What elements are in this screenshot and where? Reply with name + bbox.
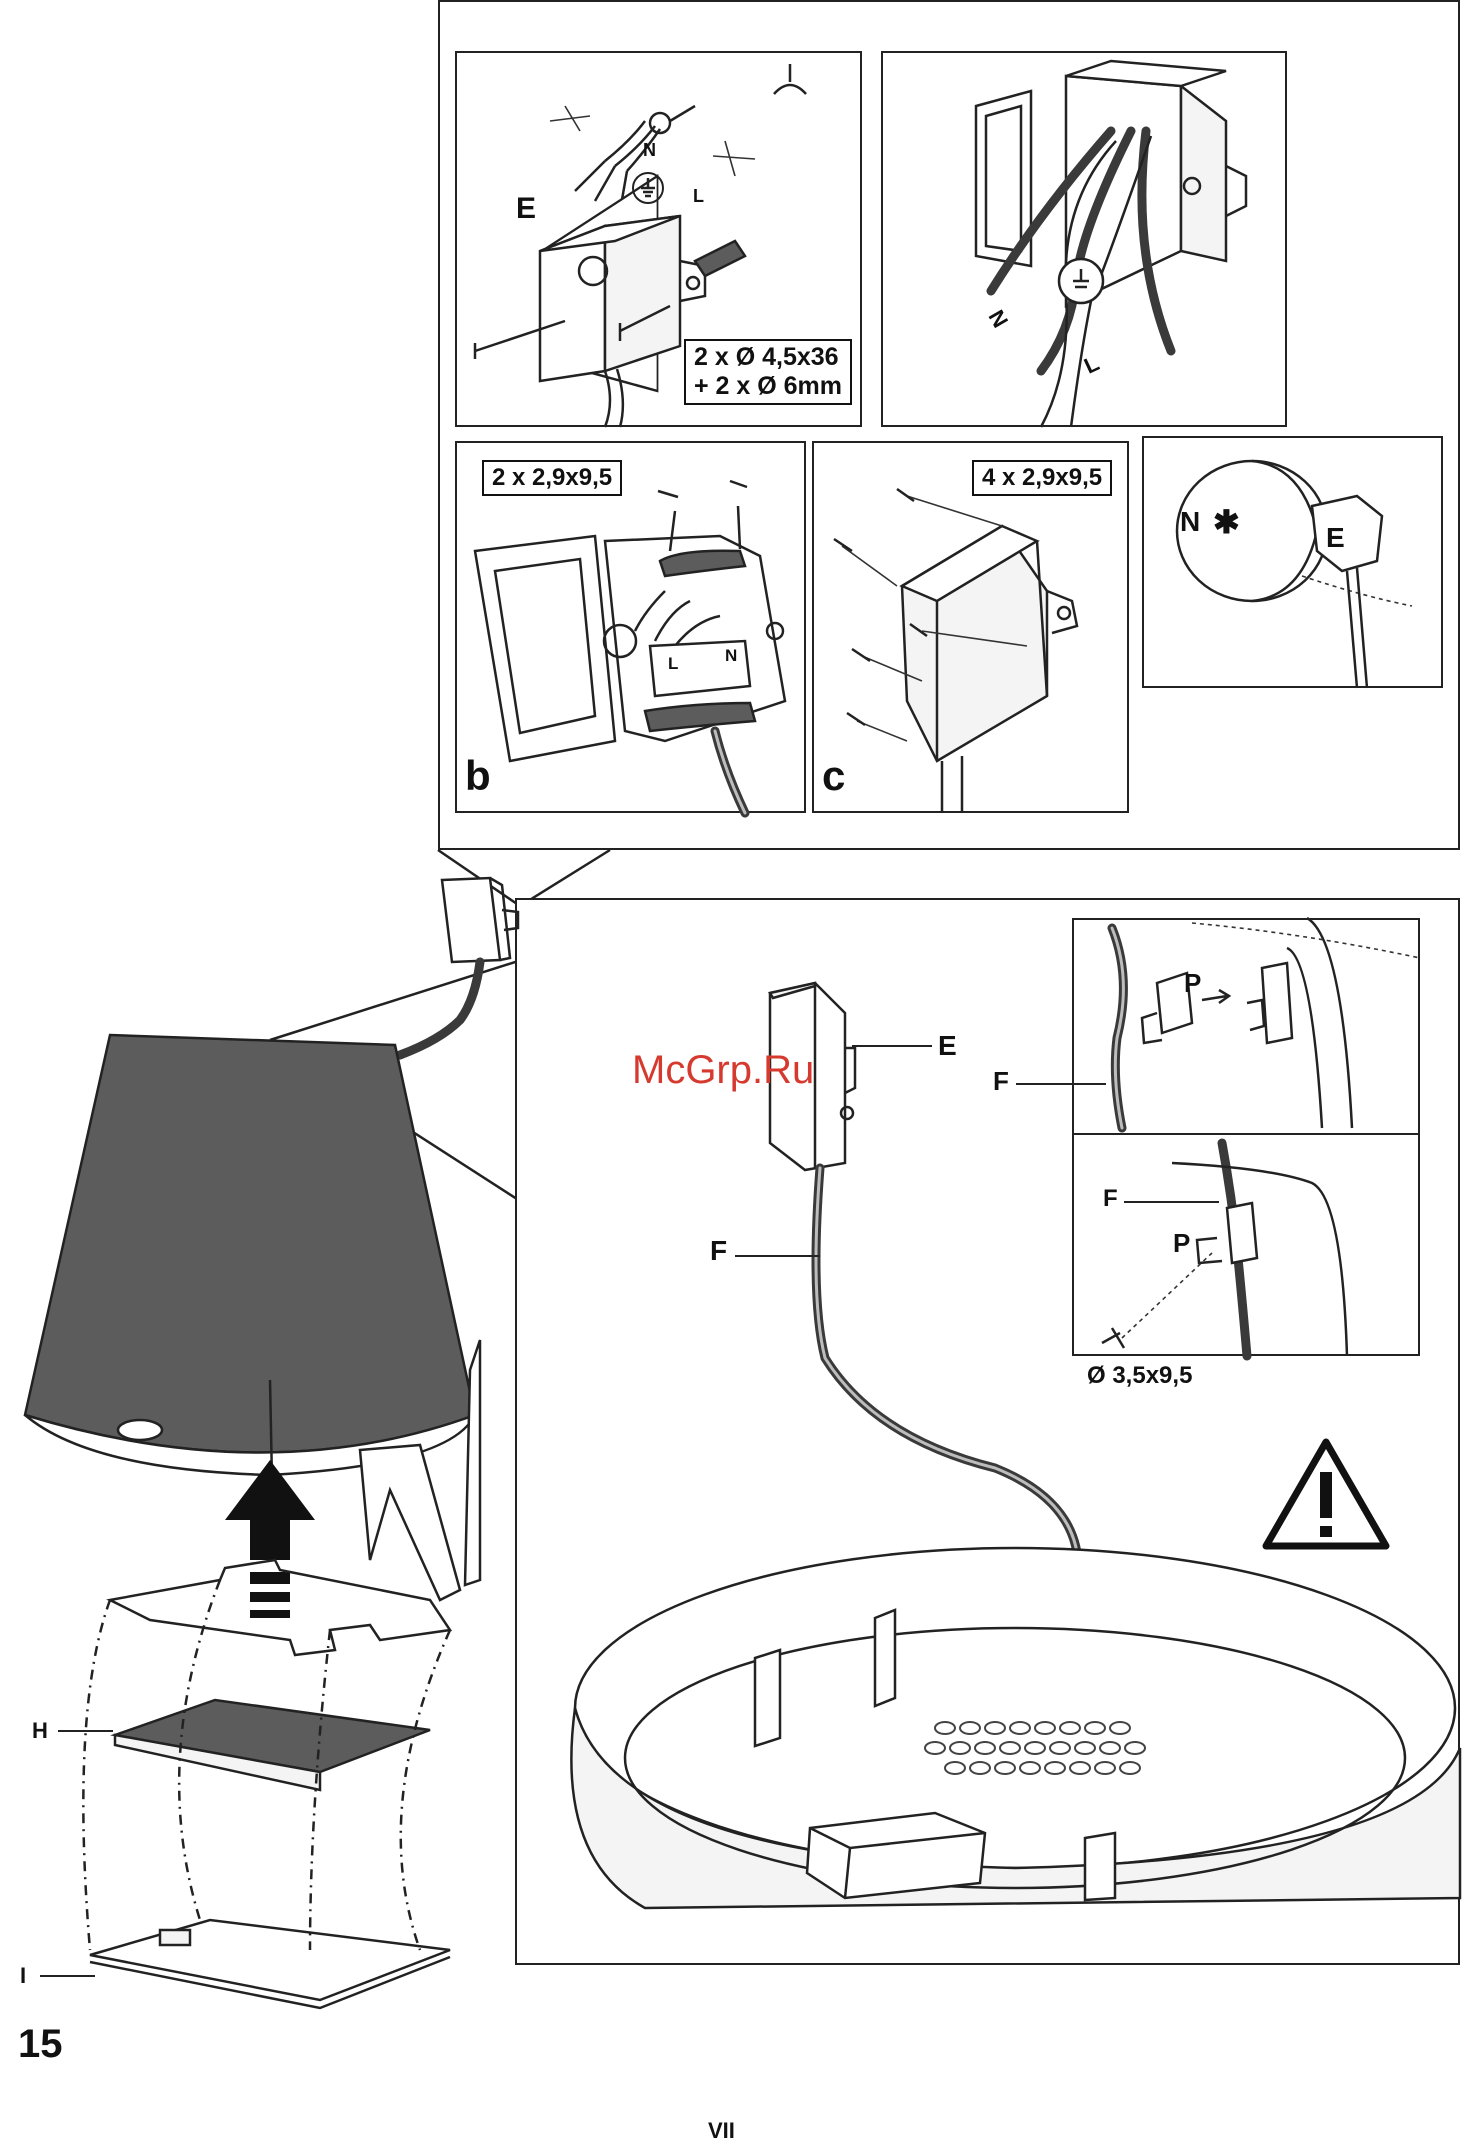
label-f-inset1: F (993, 1066, 1009, 1097)
clip-inset-drawing (1072, 918, 1420, 1356)
label-screw-inset: Ø 3,5x9,5 (1087, 1362, 1192, 1390)
label-i: I (20, 1963, 26, 1989)
label-e-main: E (938, 1030, 957, 1062)
label-f-inset2: F (1103, 1185, 1118, 1213)
watermark: McGrp.Ru (632, 1048, 814, 1093)
leader-i (40, 1975, 95, 1977)
hood-shade-drawing (20, 1020, 500, 1620)
label-p-inset2: P (1173, 1228, 1190, 1259)
label-h: H (32, 1718, 48, 1744)
label-f-main: F (710, 1235, 727, 1267)
warning-icon (1262, 1438, 1390, 1552)
page-number: 15 (18, 2022, 63, 2067)
leader-e-main (852, 1045, 932, 1047)
leader-f-inset2 (1124, 1201, 1219, 1203)
leader-f-inset1 (1016, 1083, 1106, 1085)
leader-f-main (735, 1255, 820, 1257)
filter-panel-drawing (50, 1560, 480, 2040)
page-roman: VII (708, 2118, 735, 2144)
leader-h (58, 1730, 113, 1732)
label-p-inset1: P (1184, 968, 1201, 999)
